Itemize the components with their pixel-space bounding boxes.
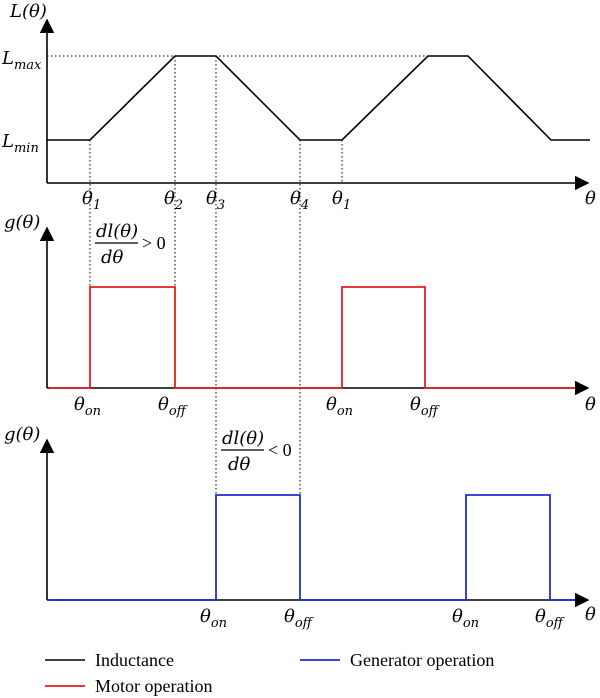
bottom-theta-on-1: θon xyxy=(200,606,227,631)
inductance-curve xyxy=(47,55,590,141)
theta1-tick-label: θ1 xyxy=(82,188,101,213)
generator-derivative-numerator: dl(θ) xyxy=(222,428,264,449)
top-x-axis-label: θ xyxy=(585,188,596,209)
legend-generator-label: Generator operation xyxy=(350,650,494,670)
generator-pulse-train xyxy=(49,494,575,601)
top-y-axis-label: L(θ) xyxy=(9,1,47,22)
inductance-panel: L(θ) θ Lmax Lmin θ1 θ2 θ3 θ4 θ1 xyxy=(1,1,596,213)
motor-panel: g(θ) θ dl(θ) dθ > 0 θon θoff θon θoff xyxy=(4,212,596,419)
lmin-label: Lmin xyxy=(1,131,39,156)
mid-theta-on-1: θon xyxy=(74,394,101,419)
bottom-y-axis-label: g(θ) xyxy=(4,424,40,445)
vertical-guides xyxy=(89,56,343,495)
bottom-theta-off-1: θoff xyxy=(284,606,315,631)
theta3-tick-label: θ3 xyxy=(206,188,225,213)
generator-derivative-relation: < 0 xyxy=(268,440,292,460)
legend: Inductance Motor operation Generator ope… xyxy=(45,650,494,696)
generator-derivative-annotation: dl(θ) dθ < 0 xyxy=(221,428,292,475)
bottom-x-axis-label: θ xyxy=(585,604,596,625)
generator-derivative-denominator: dθ xyxy=(228,454,251,475)
bottom-theta-on-2: θon xyxy=(452,606,479,631)
theta1-repeat-tick-label: θ1 xyxy=(332,188,351,213)
motor-derivative-numerator: dl(θ) xyxy=(96,221,138,242)
theta4-tick-label: θ4 xyxy=(290,188,309,213)
mid-theta-on-2: θon xyxy=(326,394,353,419)
mid-theta-off-2: θoff xyxy=(410,394,441,419)
legend-inductance-label: Inductance xyxy=(95,650,174,670)
theta2-tick-label: θ2 xyxy=(164,188,183,213)
mid-y-axis-label: g(θ) xyxy=(4,212,40,233)
mid-x-axis-label: θ xyxy=(585,394,596,415)
motor-derivative-denominator: dθ xyxy=(101,247,124,268)
motor-pulse-train xyxy=(49,286,575,389)
bottom-theta-off-2: θoff xyxy=(535,606,566,631)
legend-motor-label: Motor operation xyxy=(95,676,212,696)
lmax-label: Lmax xyxy=(1,48,42,73)
generator-panel: g(θ) θ dl(θ) dθ < 0 θon θoff θon θoff xyxy=(4,424,596,631)
motor-derivative-annotation: dl(θ) dθ > 0 xyxy=(95,221,166,268)
motor-derivative-relation: > 0 xyxy=(142,233,166,253)
mid-theta-off-1: θoff xyxy=(158,394,189,419)
